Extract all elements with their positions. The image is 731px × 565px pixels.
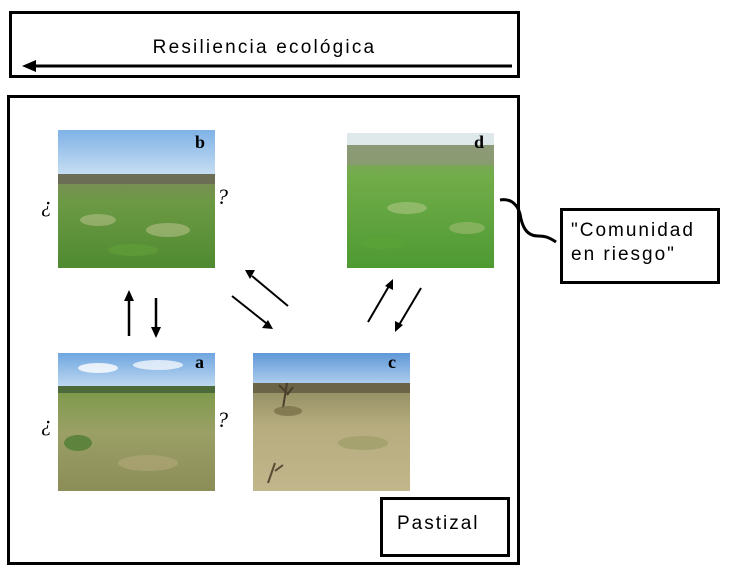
question-open-a: ¿ [41, 411, 52, 436]
pastizal-label: Pastizal [397, 513, 480, 534]
transition-arrows [22, 60, 557, 338]
at-risk-label: "Comunidad en riesgo" [571, 220, 695, 265]
resilience-title: Resiliencia ecológica [152, 37, 377, 58]
state-label-a: a [195, 352, 204, 372]
arrow-c-to-d [367, 279, 393, 323]
photo-state-c [253, 353, 410, 491]
photo-state-b [58, 130, 215, 268]
state-label-c: c [388, 352, 396, 372]
callout-connector [499, 198, 557, 244]
resilience-arrow [22, 60, 512, 72]
arrow-a-to-b [124, 290, 134, 336]
arrow-d-to-c [395, 287, 422, 332]
question-close-a: ? [217, 407, 228, 432]
at-risk-callout: "Comunidad en riesgo" [560, 208, 720, 284]
photo-state-a [58, 353, 215, 491]
photo-state-d [347, 133, 494, 268]
question-open-b: ¿ [41, 192, 52, 217]
arrow-b-to-c [231, 295, 273, 329]
arrow-c-to-b [245, 270, 289, 307]
question-close-b: ? [217, 184, 228, 209]
state-label-b: b [195, 132, 206, 152]
state-label-d: d [474, 132, 485, 152]
arrow-b-to-a [151, 298, 161, 338]
